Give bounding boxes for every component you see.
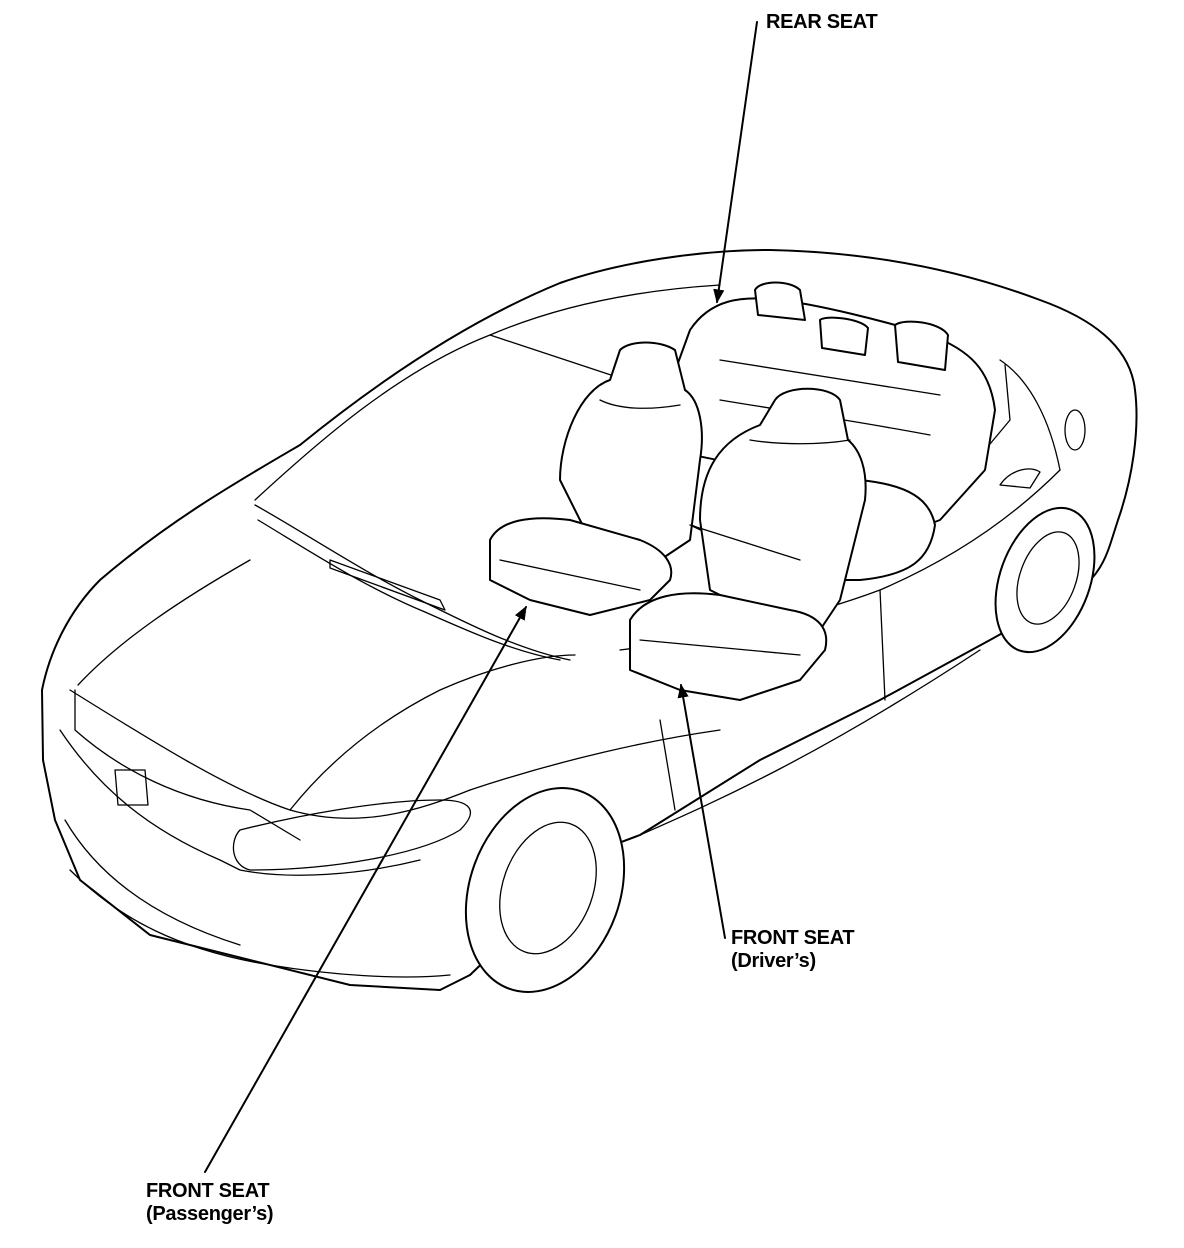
front-seat-passenger-label-line1: FRONT SEAT <box>146 1180 270 1202</box>
front-seat-passenger-label: FRONT SEAT (Passenger’s) <box>146 1180 274 1226</box>
rear-seat-leader-line <box>713 21 758 304</box>
driver-seat-leader-line <box>677 683 726 939</box>
front-seat-driver-label-line1: FRONT SEAT <box>731 927 855 949</box>
rear-wheel <box>994 506 1096 654</box>
front-wheel <box>464 787 626 993</box>
front-seat-driver <box>629 387 867 701</box>
front-seat-driver-label: FRONT SEAT (Driver’s) <box>731 927 855 973</box>
passenger-seat-leader-line <box>204 605 527 1173</box>
front-seat-passenger <box>489 341 703 616</box>
rear-seat-label: REAR SEAT <box>766 11 878 34</box>
front-seat-driver-label-line2: (Driver’s) <box>731 950 816 972</box>
front-seat-passenger-label-line2: (Passenger’s) <box>146 1203 274 1225</box>
rear-seat-label-text: REAR SEAT <box>766 11 878 33</box>
